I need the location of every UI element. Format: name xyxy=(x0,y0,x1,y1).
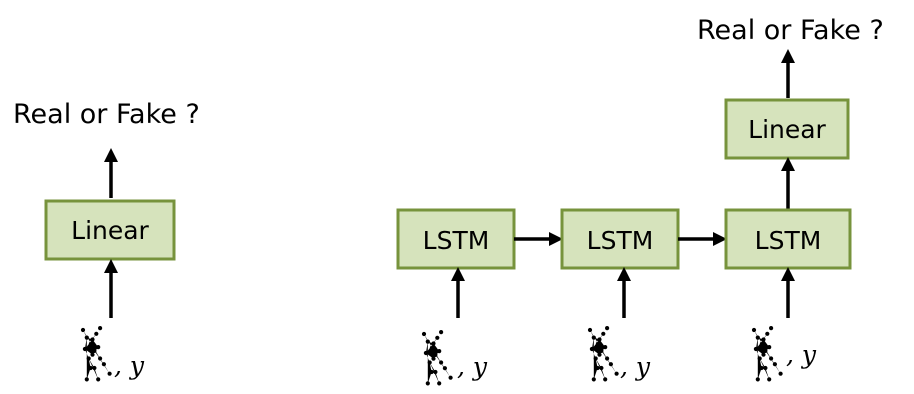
right-linear-box xyxy=(724,98,850,160)
right-output-label: Real or Fake ? xyxy=(697,15,884,46)
lstm-input-label-1: , y xyxy=(457,352,488,381)
left-model: Real or Fake ? Linear , y xyxy=(13,99,200,382)
right-linear-label: Linear xyxy=(748,115,826,144)
lstm-box-1 xyxy=(396,208,516,270)
left-input-label: , y xyxy=(114,351,145,380)
lstm-input-label-2: , y xyxy=(620,352,651,381)
left-linear-label: Linear xyxy=(71,216,149,245)
pose-skeleton-icon xyxy=(80,326,112,382)
left-output-label: Real or Fake ? xyxy=(13,99,200,130)
pose-skeleton-icon xyxy=(421,330,453,386)
pose-skeleton-icon xyxy=(751,326,783,382)
lstm-label-2: LSTM xyxy=(587,226,654,255)
lstm-box-3 xyxy=(724,208,852,270)
lstm-input-label-3: , y xyxy=(786,340,817,369)
pose-skeleton-icon xyxy=(587,326,619,382)
lstm-label-1: LSTM xyxy=(423,226,490,255)
lstm-label-3: LSTM xyxy=(755,226,822,255)
right-model: Real or Fake ? Linear LSTM LSTM LSTM , y… xyxy=(396,15,884,386)
